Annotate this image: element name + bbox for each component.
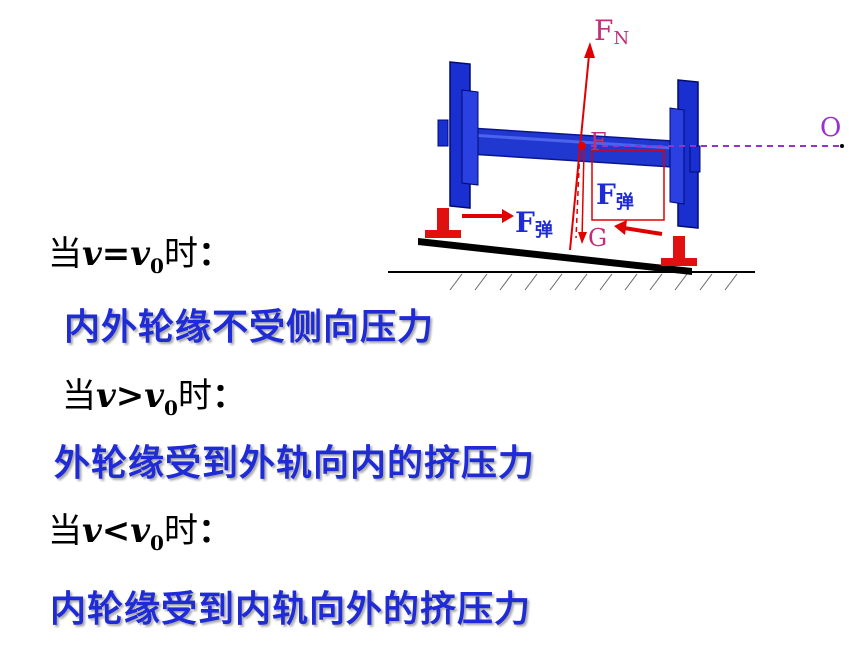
ground [388, 271, 755, 291]
label-spring-left: F弹 [515, 206, 553, 241]
label-f: F [590, 128, 607, 156]
label-o: O [820, 113, 841, 143]
label-fn: FN [594, 14, 629, 49]
spring-force-arrow-right [623, 226, 663, 236]
left-wheel [437, 61, 479, 209]
condition-greater: 当v>v0时： [62, 376, 246, 420]
wheel-axle-diagram: FN F O G F弹 F弹 [388, 14, 844, 291]
label-g: G [588, 224, 607, 252]
condition-equal: 当v=v0时： [48, 234, 232, 278]
condition-less: 当v<v0时： [48, 511, 232, 555]
inclined-base [418, 238, 692, 275]
result-greater: 外轮缘受到外轨向内的挤压力 [54, 443, 536, 484]
right-rail [661, 236, 697, 266]
gravity-arrow [581, 149, 585, 241]
right-wheel [669, 79, 701, 229]
result-less: 内轮缘受到内轨向外的挤压力 [50, 589, 532, 630]
spring-force-box [591, 149, 665, 221]
left-rail [425, 208, 461, 238]
result-equal: 内外轮缘不受侧向压力 [64, 307, 435, 348]
label-spring-right: F弹 [596, 178, 634, 213]
